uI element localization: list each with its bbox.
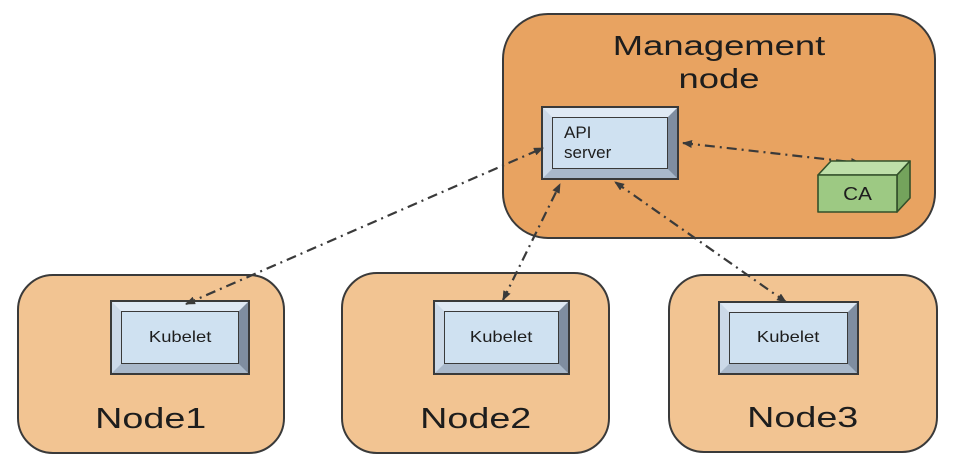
ca-label: CA bbox=[843, 184, 872, 204]
kubelet-label-wrap-node2: Kubelet bbox=[445, 312, 558, 363]
kubelet-label-node1: Kubelet bbox=[148, 328, 212, 346]
ca-label-wrap: CA bbox=[818, 177, 897, 212]
node3-label-wrap: Node3 bbox=[670, 402, 936, 435]
kubelet-box-node2: Kubelet bbox=[433, 300, 570, 375]
kubelet-label-wrap-node1: Kubelet bbox=[122, 312, 238, 363]
api-server-label: API server bbox=[564, 122, 612, 162]
kubelet-box-node1: Kubelet bbox=[110, 300, 250, 375]
kubelet-label-node2: Kubelet bbox=[470, 328, 533, 346]
kubelet-box-node3: Kubelet bbox=[718, 301, 859, 375]
api-server-label-wrap: API server bbox=[553, 118, 667, 168]
node1-label: Node1 bbox=[95, 403, 207, 435]
kubelet-label-node3: Kubelet bbox=[757, 329, 820, 346]
api-server-box: API server bbox=[541, 106, 679, 180]
kubelet-label-wrap-node3: Kubelet bbox=[730, 313, 847, 363]
node2-label: Node2 bbox=[419, 403, 532, 435]
node2-label-wrap: Node2 bbox=[343, 403, 608, 436]
management-node-label: Management node bbox=[612, 30, 826, 95]
node1-label-wrap: Node1 bbox=[19, 403, 283, 436]
management-node-label-wrap: Management node bbox=[504, 29, 934, 95]
node3-label: Node3 bbox=[747, 402, 859, 434]
